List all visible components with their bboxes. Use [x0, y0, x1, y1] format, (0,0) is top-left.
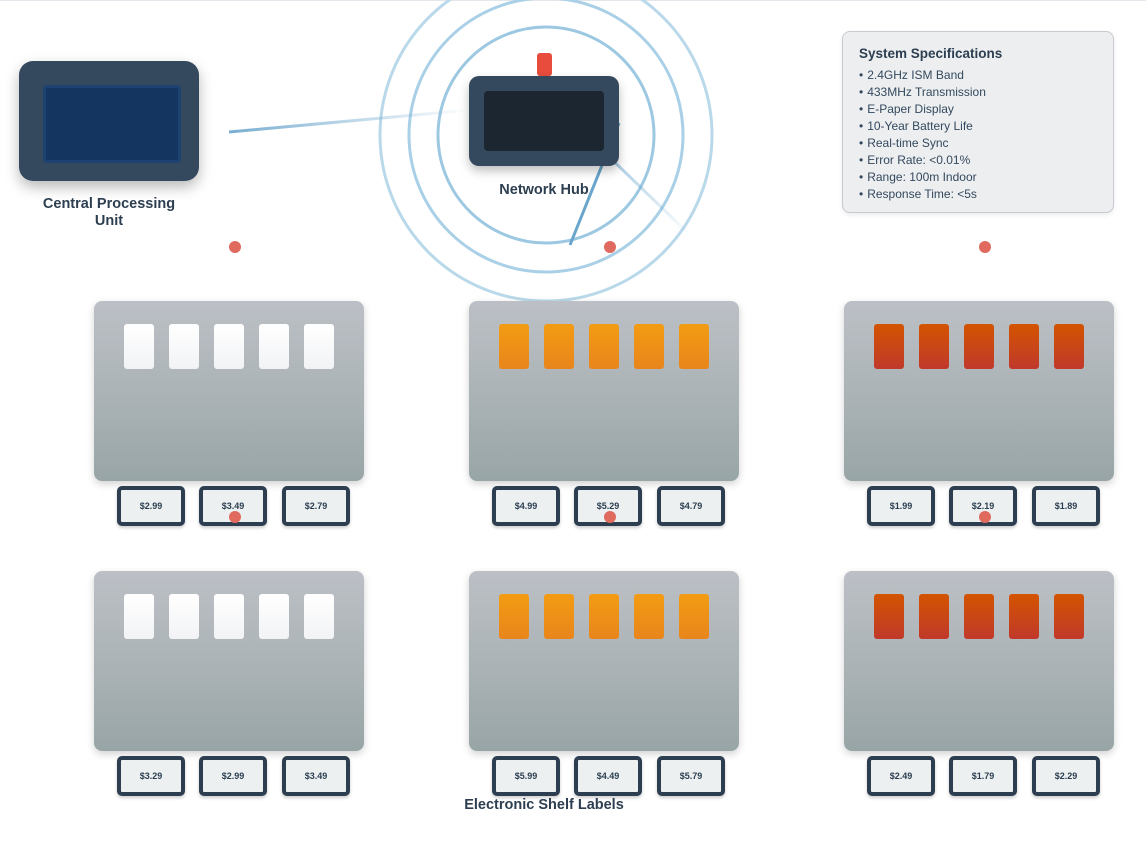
product-box	[304, 594, 334, 639]
spec-item: E-Paper Display	[859, 101, 1097, 118]
product-box	[499, 324, 529, 369]
signal-node	[229, 241, 241, 253]
signal-wave-inner	[436, 25, 656, 245]
spec-item: 10-Year Battery Life	[859, 118, 1097, 135]
spec-item: Error Rate: <0.01%	[859, 152, 1097, 169]
price-label: $4.49	[574, 756, 642, 796]
price-label: $4.79	[657, 486, 725, 526]
shelf-unit-3	[844, 301, 1114, 481]
product-box	[544, 594, 574, 639]
hub-label: Network Hub	[499, 182, 589, 198]
product-box	[874, 324, 904, 369]
price-label: $5.79	[657, 756, 725, 796]
product-box	[919, 324, 949, 369]
product-box	[1054, 324, 1084, 369]
price-label: $4.99	[492, 486, 560, 526]
hub-antenna	[537, 53, 552, 76]
shelf-unit-6	[844, 571, 1114, 751]
product-box	[499, 594, 529, 639]
product-box	[544, 324, 574, 369]
price-label: $3.49	[282, 756, 350, 796]
product-box	[634, 324, 664, 369]
product-box	[964, 324, 994, 369]
esl-label: Electronic Shelf Labels	[464, 797, 624, 813]
shelf-unit-2	[469, 301, 739, 481]
product-box	[1009, 324, 1039, 369]
signal-node	[604, 241, 616, 253]
specs-panel: System Specifications 2.4GHz ISM Band 43…	[842, 31, 1114, 213]
price-label: $1.89	[1032, 486, 1100, 526]
product-box	[1009, 594, 1039, 639]
price-label: $3.29	[117, 756, 185, 796]
product-box	[214, 324, 244, 369]
link-cpu-hub	[228, 108, 471, 134]
product-box	[169, 324, 199, 369]
specs-title: System Specifications	[859, 46, 1003, 61]
product-box	[124, 594, 154, 639]
signal-node	[979, 511, 991, 523]
hub-screen	[484, 91, 604, 151]
signal-node	[229, 511, 241, 523]
spec-item: Real-time Sync	[859, 135, 1097, 152]
cpu-label: Central Processing Unit	[42, 196, 176, 229]
shelf-unit-4	[94, 571, 364, 751]
product-box	[964, 594, 994, 639]
price-label: $3.49	[199, 486, 267, 526]
spec-item: 433MHz Transmission	[859, 84, 1097, 101]
specs-list: 2.4GHz ISM Band 433MHz Transmission E-Pa…	[859, 67, 1097, 203]
spec-item: Range: 100m Indoor	[859, 169, 1097, 186]
price-label: $2.79	[282, 486, 350, 526]
price-label: $2.29	[1032, 756, 1100, 796]
cpu-screen	[43, 85, 181, 163]
shelf-unit-1	[94, 301, 364, 481]
signal-node	[604, 511, 616, 523]
product-box	[1054, 594, 1084, 639]
network-hub-device	[469, 76, 619, 166]
spec-item: Response Time: <5s	[859, 186, 1097, 203]
product-box	[589, 324, 619, 369]
product-box	[304, 324, 334, 369]
spec-item: 2.4GHz ISM Band	[859, 67, 1097, 84]
product-box	[214, 594, 244, 639]
signal-wave-middle	[407, 0, 685, 274]
price-label: $1.79	[949, 756, 1017, 796]
product-box	[169, 594, 199, 639]
product-box	[679, 324, 709, 369]
signal-node	[979, 241, 991, 253]
product-box	[634, 594, 664, 639]
product-box	[259, 594, 289, 639]
price-label: $2.99	[117, 486, 185, 526]
product-box	[919, 594, 949, 639]
cpu-device	[19, 61, 199, 181]
price-label: $5.99	[492, 756, 560, 796]
price-label: $2.99	[199, 756, 267, 796]
price-label: $5.29	[574, 486, 642, 526]
product-box	[679, 594, 709, 639]
shelf-unit-5	[469, 571, 739, 751]
price-label: $2.49	[867, 756, 935, 796]
product-box	[589, 594, 619, 639]
price-label: $1.99	[867, 486, 935, 526]
product-box	[124, 324, 154, 369]
product-box	[874, 594, 904, 639]
product-box	[259, 324, 289, 369]
